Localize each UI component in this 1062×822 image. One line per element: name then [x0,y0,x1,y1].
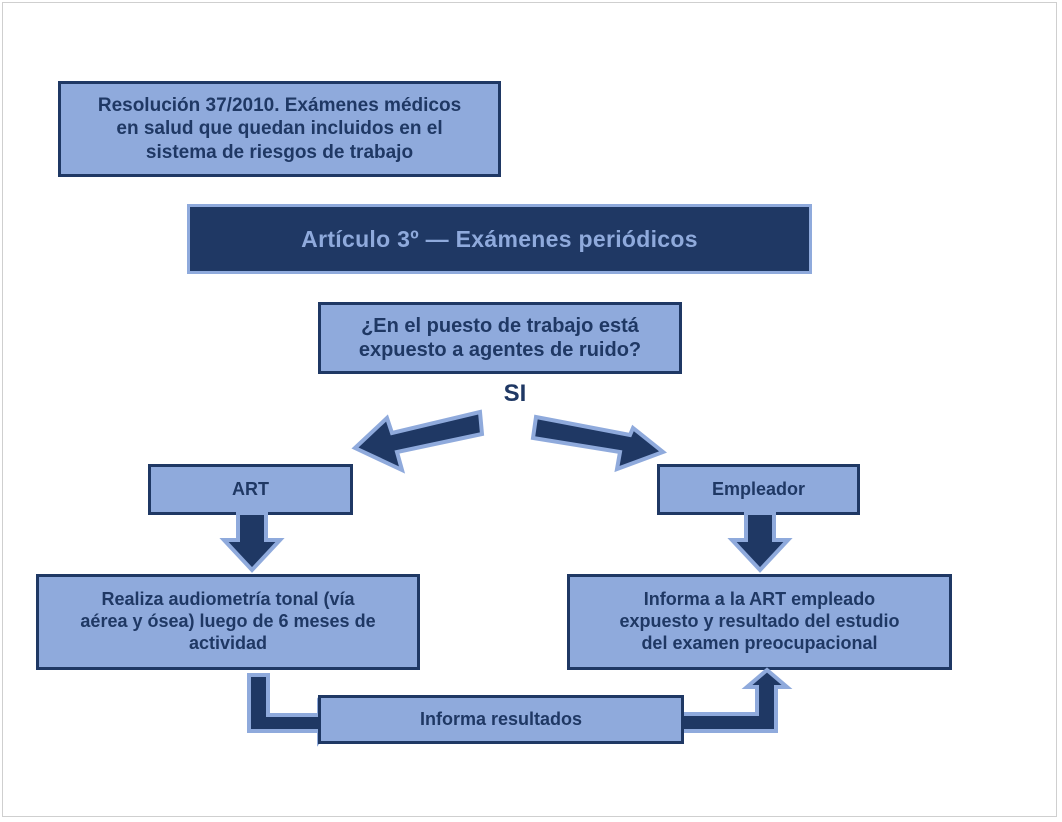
audiometry-action-box: Realiza audiometría tonal (vía aérea y ó… [36,574,420,670]
answer-yes-label: SI [503,380,527,407]
employer-report-action-line: expuesto y resultado del estudio [619,611,900,632]
report-results-box: Informa resultados [318,695,684,744]
question-box: ¿En el puesto de trabajo está expuesto a… [318,302,682,374]
resolution-title-line: sistema de riesgos de trabajo [145,141,414,163]
resolution-title-line: en salud que quedan incluidos en el [116,118,443,140]
employer-actor-label: Empleador [711,478,806,499]
question-line: expuesto a agentes de ruido? [358,339,642,361]
resolution-title-box: Resolución 37/2010. Exámenes médicos en … [58,81,501,177]
article-header-box: Artículo 3º — Exámenes periódicos [187,204,812,274]
employer-actor-box: Empleador [657,464,860,515]
audiometry-action-line: Realiza audiometría tonal (vía [101,589,355,610]
question-line: ¿En el puesto de trabajo está [361,314,639,337]
resolution-title-line: Resolución 37/2010. Exámenes médicos [97,95,462,117]
employer-report-action-line: Informa a la ART empleado [643,589,876,610]
art-actor-label: ART [232,478,269,499]
audiometry-action-line: actividad [188,632,268,653]
employer-report-action-box: Informa a la ART empleado expuesto y res… [567,574,952,670]
art-actor-box: ART [148,464,353,515]
employer-report-action-line: del examen preocupacional [641,632,878,653]
article-header-text: Artículo 3º — Exámenes periódicos [301,225,698,252]
audiometry-action-line: aérea y ósea) luego de 6 meses de [80,611,376,632]
report-results-label: Informa resultados [419,708,583,729]
